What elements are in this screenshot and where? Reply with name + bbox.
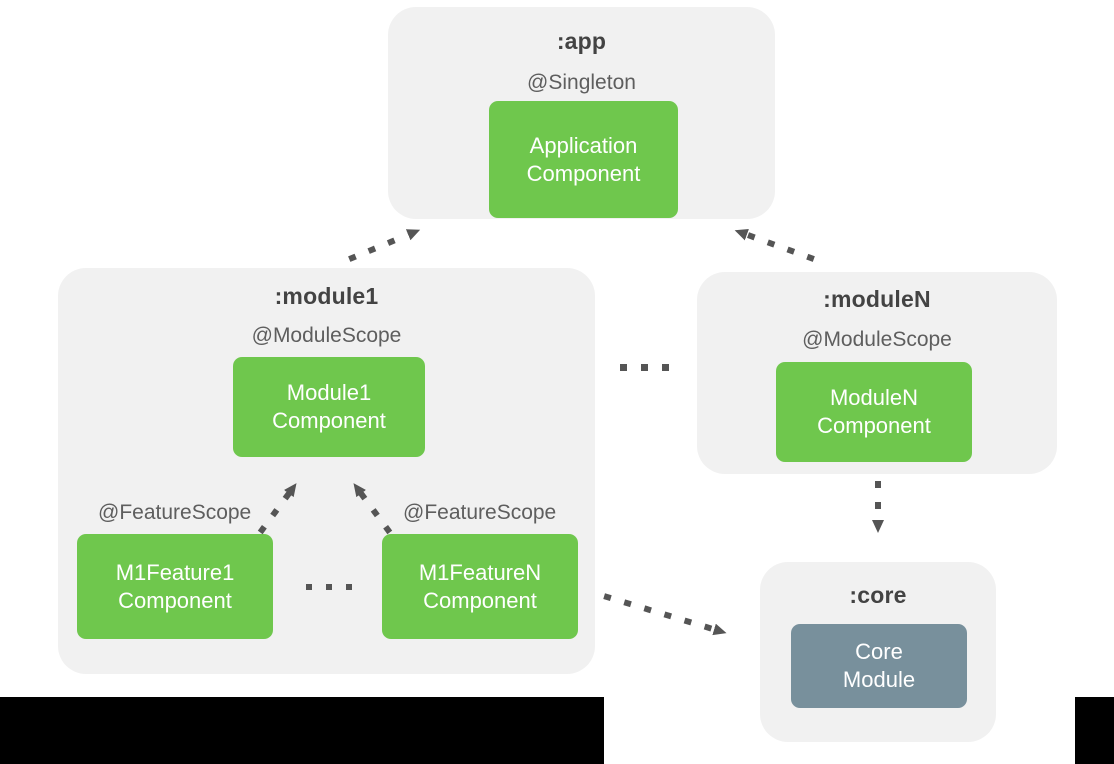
scope-label-app-singleton: @Singleton [527,71,636,94]
ellipsis-dot [662,364,669,371]
edge-module1-to-app [348,229,421,262]
bottom-black-bar-left [0,697,604,764]
module-title-app: :app [556,28,607,54]
module-title-modulen: :moduleN [823,286,931,312]
component-modulen-component[interactable]: ModuleN Component [776,362,972,462]
component-core-module[interactable]: Core Module [791,624,967,708]
scope-label-m1featuren-featurescope: @FeatureScope [403,501,557,524]
component-modulen-component-line2: Component [817,413,931,438]
component-module1-component-line1: Module1 [286,380,372,406]
ellipsis-dot [641,364,648,371]
component-m1feature1-component-line1: M1Feature1 [115,559,235,585]
component-core-module-line1: Core [855,639,903,665]
component-application-component-line1: Application [529,132,638,158]
module-title-core: :core [849,582,907,608]
ellipsis-dot [620,364,627,371]
scope-label-module1-modulescope: @ModuleScope [251,324,402,347]
ellipsis-dot [306,584,312,590]
scope-label-modulen-modulescope: @ModuleScope [802,328,952,351]
component-modulen-component-line1: ModuleN [829,385,919,411]
component-m1featuren-component-line1: M1FeatureN [418,559,542,585]
module-container-module1: :module1 @ModuleScope Module1 Component … [58,268,595,674]
component-application-component-line2: Component [526,160,641,186]
module-container-core: :core Core Module [760,562,996,742]
edge-module1-to-core [603,593,727,636]
component-m1featuren-component-line2: Component [423,587,537,613]
module-title-module1: :module1 [274,283,379,309]
component-application-component[interactable]: Application Component [489,101,678,218]
bottom-black-bar-right [1075,697,1114,764]
ellipsis-between-features [306,584,352,590]
scope-label-m1feature1-featurescope: @FeatureScope [98,501,252,524]
ellipsis-dot [346,584,352,590]
component-module1-component[interactable]: Module1 Component [233,357,425,457]
component-m1feature1-component-line2: Component [118,587,232,613]
component-core-module-line2: Module [842,667,916,692]
ellipsis-dot [326,584,332,590]
ellipsis-between-modules [620,364,669,371]
component-module1-component-line2: Component [272,408,386,433]
edge-modulen-to-app [734,229,815,262]
component-m1feature1-component[interactable]: M1Feature1 Component [77,534,273,639]
module-container-app: :app @Singleton Application Component [388,7,775,219]
component-m1featuren-component[interactable]: M1FeatureN Component [382,534,578,639]
module-container-modulen: :moduleN @ModuleScope ModuleN Component [697,272,1057,474]
